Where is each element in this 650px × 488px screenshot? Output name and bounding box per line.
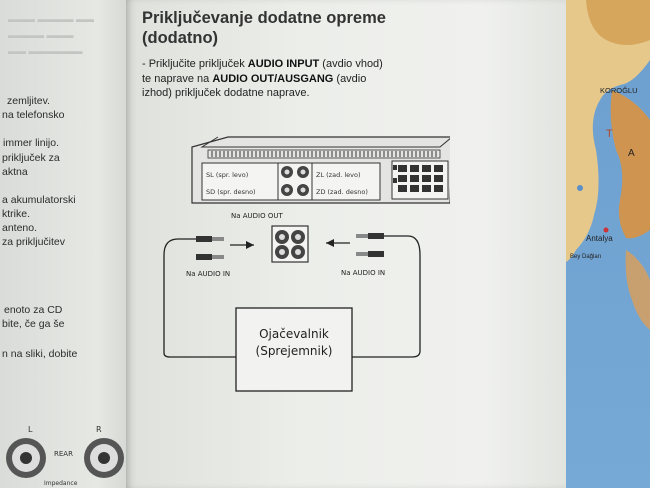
section-heading: Priključevanje dodatne opreme (dodatno) bbox=[142, 8, 462, 48]
left-text-line: immer linijo. bbox=[3, 137, 60, 149]
zd-label: ZD (zad. desno) bbox=[316, 188, 368, 196]
amplifier-label: Ojačevalnik bbox=[259, 327, 329, 341]
map-label: A bbox=[628, 148, 635, 159]
highland-region bbox=[586, 0, 650, 45]
instruction-text: - Priključite priključek AUDIO INPUT (av… bbox=[142, 57, 442, 101]
left-text-line: anteno. bbox=[2, 222, 38, 234]
jack-r-label: R bbox=[96, 425, 102, 434]
coast-land bbox=[625, 250, 650, 330]
arrowhead-right bbox=[246, 241, 254, 249]
map-label: KOROĞLU bbox=[600, 86, 638, 95]
left-text-line: a akumulatorski bbox=[2, 194, 76, 206]
audio-in-left-label: Na AUDIO IN bbox=[186, 270, 230, 278]
right-cable bbox=[352, 235, 421, 358]
zl-label: ZL (zad. levo) bbox=[316, 171, 361, 179]
left-text-line: priključek za bbox=[2, 152, 60, 164]
jack-r-center bbox=[98, 452, 110, 464]
left-text-line: bite, če ga še bbox=[2, 318, 65, 330]
audio-out-term: AUDIO OUT/AUSGANG bbox=[212, 72, 334, 85]
rear-jacks-illustration: L R REAR Impedance bbox=[6, 425, 124, 487]
map-label: T bbox=[606, 128, 613, 140]
left-text-line: enoto za CD bbox=[4, 304, 63, 316]
arrowhead-left bbox=[326, 239, 334, 247]
left-text-line: zemljitev. bbox=[7, 95, 50, 107]
speaker-terminals bbox=[393, 165, 443, 192]
land-mass bbox=[566, 0, 650, 262]
wall-map: KOROĞLU T A Antalya Bey Dağları bbox=[566, 0, 650, 488]
rear-label: REAR bbox=[54, 450, 73, 458]
lake-icon bbox=[577, 185, 583, 191]
sl-label: SL (spr. levo) bbox=[206, 171, 248, 179]
instruction-prefix: - Priključite priključek bbox=[142, 58, 248, 70]
map-label: Antalya bbox=[586, 234, 613, 243]
audio-input-term: AUDIO INPUT bbox=[247, 58, 320, 70]
left-text-line: za priključitev bbox=[2, 236, 66, 248]
connection-diagram: SL (spr. levo) SD (spr. desno) ZL (zad. … bbox=[163, 136, 450, 392]
faded-text: ▬▬▬ ▬▬▬▬ ▬▬ bbox=[8, 14, 95, 24]
instruction-line2-prefix: te naprave na bbox=[142, 72, 213, 85]
rear-speaker-label-box bbox=[311, 162, 381, 201]
left-text-line: aktna bbox=[2, 166, 28, 178]
faded-text: ▬▬ ▬▬▬▬▬▬ bbox=[8, 46, 83, 56]
instruction-mid1: (avdio vhod) bbox=[319, 58, 383, 70]
manual-page bbox=[126, 0, 572, 488]
instruction-line-2: te naprave na AUDIO OUT/AUSGANG (avdio bbox=[142, 72, 442, 87]
left-cable bbox=[163, 238, 236, 358]
front-speaker-label-box bbox=[201, 162, 279, 201]
audio-out-label: Na AUDIO OUT bbox=[231, 212, 283, 220]
amplifier-box bbox=[235, 307, 353, 392]
left-facing-page: ▬▬▬ ▬▬▬▬ ▬▬ ▬▬▬▬ ▬▬▬ ▬▬ ▬▬▬▬▬▬ zemljitev… bbox=[0, 0, 140, 488]
audio-in-right-label: Na AUDIO IN bbox=[341, 269, 385, 277]
vent-slots bbox=[207, 149, 441, 159]
left-text-line: n na sliki, dobite bbox=[2, 348, 78, 360]
left-text-line: na telefonsko bbox=[2, 109, 65, 121]
left-rca-plugs bbox=[196, 236, 224, 260]
jack-l-center bbox=[20, 452, 32, 464]
receiver-label: (Sprejemnik) bbox=[256, 344, 333, 358]
impedance-label: Impedance bbox=[44, 480, 78, 487]
faded-text: ▬▬▬▬ ▬▬▬ bbox=[8, 30, 74, 40]
city-marker bbox=[603, 227, 609, 233]
instruction-line-1: - Priključite priključek AUDIO INPUT (av… bbox=[142, 57, 442, 72]
instruction-line-3: izhod) priključek dodatne naprave. bbox=[142, 87, 310, 99]
right-rca-plugs bbox=[356, 233, 384, 257]
mountain-region bbox=[610, 90, 650, 239]
left-text-line: ktrike. bbox=[2, 208, 31, 220]
heading-line-2: (dodatno) bbox=[142, 29, 219, 47]
sd-label: SD (spr. desno) bbox=[206, 188, 256, 196]
jack-l-label: L bbox=[28, 425, 33, 434]
map-shapes bbox=[566, 0, 650, 330]
instruction-mid2: (avdio bbox=[333, 72, 367, 85]
heading-line-1: Priključevanje dodatne opreme bbox=[142, 9, 386, 27]
device-top-edge bbox=[200, 136, 450, 148]
map-label: Bey Dağları bbox=[570, 254, 602, 260]
